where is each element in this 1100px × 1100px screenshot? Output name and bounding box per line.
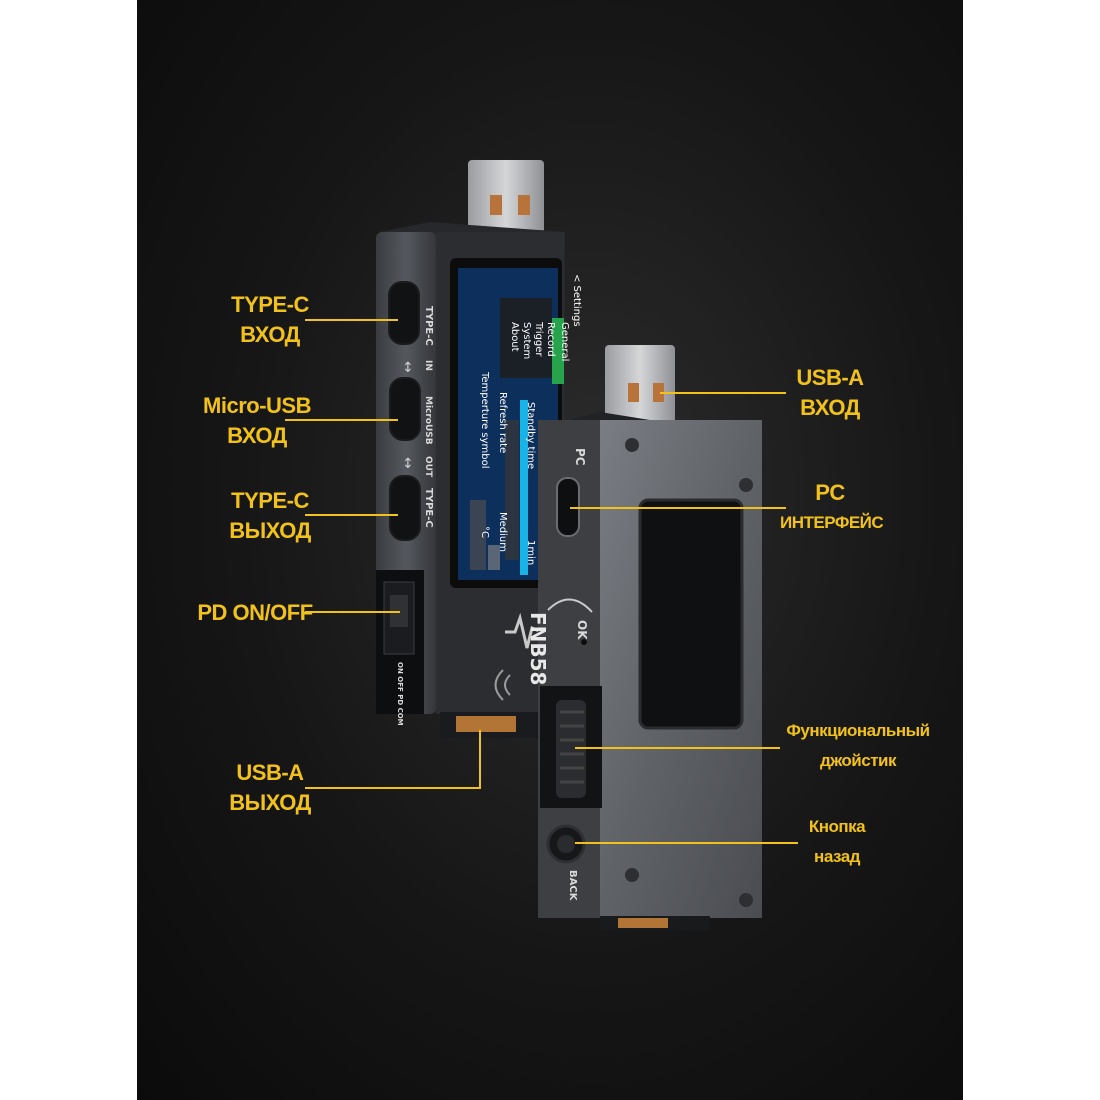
label-micro-usb-in: Micro-USB ВХОД xyxy=(203,393,311,448)
screen-header: < Settings xyxy=(571,274,582,327)
svg-text:↕: ↕ xyxy=(402,456,414,472)
screen-menu-system: System xyxy=(521,322,532,359)
svg-text:↕: ↕ xyxy=(402,360,414,376)
label-pd-switch: PD ON/OFF xyxy=(197,600,313,625)
brand-name: FNB58 xyxy=(526,612,550,685)
port-label-out: OUT xyxy=(423,456,433,478)
type-c-in-port xyxy=(388,281,420,345)
back-device xyxy=(538,412,762,930)
screen-row-refresh-name: Refresh rate xyxy=(497,392,508,453)
screen-menu-trigger: Trigger xyxy=(533,321,544,357)
device-illustration: ↕ ↕ xyxy=(285,160,798,930)
leader-lines xyxy=(285,319,798,844)
screen-row-standby-value: 1min xyxy=(525,540,536,565)
ok-marking: OK xyxy=(575,620,589,640)
label-usb-a-in: USB-A ВХОД xyxy=(796,365,864,420)
port-label-in: IN xyxy=(423,360,433,371)
label-usb-a-out: USB-A ВЫХОД xyxy=(229,760,311,815)
screen-row-temp-value: °C xyxy=(479,526,490,538)
port-label-type-c-top: TYPE-C xyxy=(423,306,434,346)
pc-marking: PC xyxy=(573,448,587,466)
screen-value-bar xyxy=(520,400,528,575)
label-type-c-in: TYPE-C ВХОД xyxy=(231,292,309,347)
back-device-window xyxy=(638,498,744,730)
screen-menu-record: Record xyxy=(545,322,556,357)
screen-selected-menu-highlight xyxy=(552,318,564,384)
screen-row-standby-name: Standby time xyxy=(525,402,536,469)
label-back-button: Кнопка назад xyxy=(808,817,866,866)
port-label-type-c-bottom: TYPE-C xyxy=(423,488,434,528)
back-marking: BACK xyxy=(567,870,578,902)
port-label-micro: MicroUSB xyxy=(423,396,433,445)
screen-menu-general: General xyxy=(559,322,570,361)
product-photo-background: ↕ ↕ xyxy=(137,0,963,1100)
type-c-out-port xyxy=(389,475,421,541)
screen-menu-about: About xyxy=(509,322,520,352)
label-joystick: Функциональный джойстик xyxy=(786,721,930,770)
screen-row-refresh-value: Medium xyxy=(497,512,508,552)
label-pc-interface: PC ИНТЕРФЕЙС xyxy=(780,480,884,532)
screen-row-temp-name: Temperture symbol xyxy=(479,371,490,469)
pd-switch-marking: ON OFF PD COM xyxy=(396,662,404,726)
label-type-c-out: TYPE-C ВЫХОД xyxy=(229,488,311,543)
micro-usb-port xyxy=(389,377,421,441)
